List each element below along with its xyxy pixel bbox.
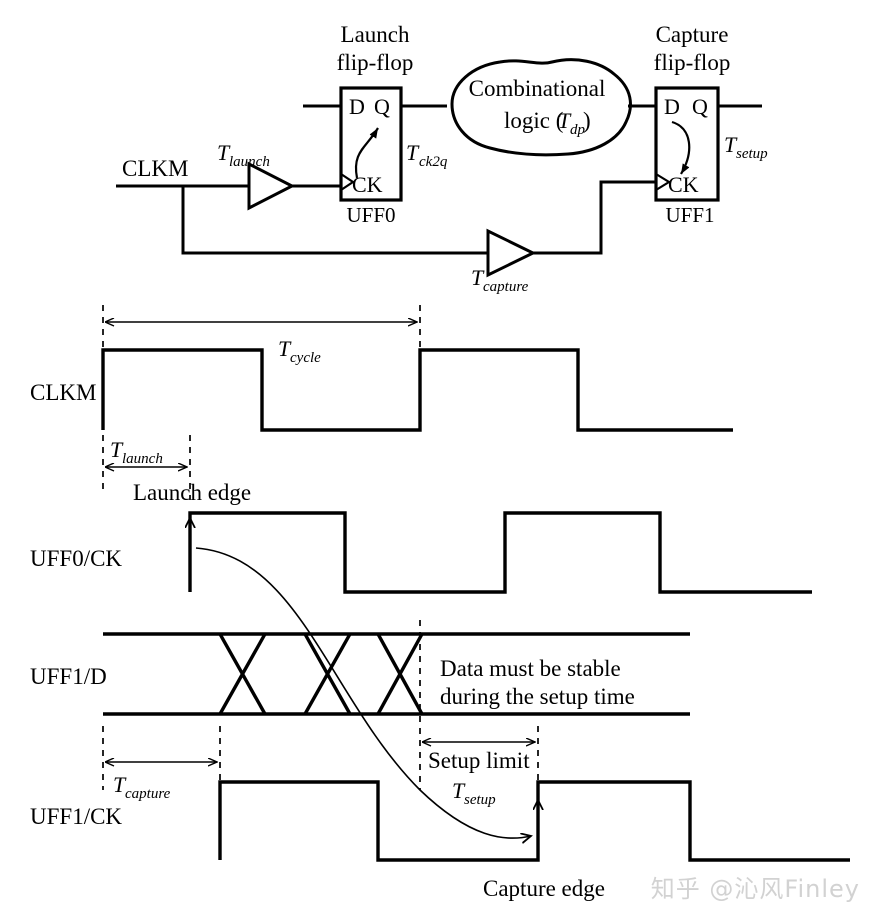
waveform-uff1ck [218, 780, 850, 862]
capture-ff-caption-line2: flip-flop [654, 50, 731, 75]
wire-clkm-branch-down [181, 186, 488, 255]
capture-buffer-icon [486, 228, 537, 278]
tcapture-circuit-label: T [471, 265, 485, 290]
combinational-logic-cloud [450, 58, 632, 157]
cloud-label-tdp-sub: dp [570, 122, 586, 138]
stable-note-line1: Data must be stable [440, 656, 621, 681]
tlaunch-wave-sub: launch [122, 451, 163, 467]
stable-note-line2: during the setup time [440, 684, 635, 709]
launch-ff-pin-q: Q [374, 94, 390, 119]
tcycle-sub: cycle [290, 350, 321, 366]
tlaunch-circuit-sub: launch [229, 154, 270, 170]
tsetup-wave-label: T [452, 778, 466, 803]
tck2q-label: T [406, 140, 420, 165]
wire-capturebuf-to-uff1ck [533, 180, 656, 255]
uff1d-cross3-b [376, 633, 424, 715]
cloud-label-tdp: T [558, 108, 572, 133]
launch-ff-caption-line2: flip-flop [337, 50, 414, 75]
causality-curve [195, 547, 531, 838]
tlaunch-circuit-label: T [217, 140, 231, 165]
tsetup-circuit-label: T [724, 132, 738, 157]
clkm-source-label: CLKM [122, 156, 188, 181]
capture-ff-pin-d: D [664, 94, 680, 119]
tlaunch-wave-label: T [110, 437, 124, 462]
capture-flip-flop-box [654, 86, 720, 202]
waveform-uff0ck [188, 511, 812, 594]
launch-ff-caption-line1: Launch [341, 22, 410, 47]
waveform-clkm [101, 348, 733, 432]
tcapture-circuit-sub: capture [483, 279, 529, 295]
launch-buffer-icon [247, 161, 296, 211]
signal-label-uff1ck: UFF1/CK [30, 804, 122, 829]
capture-ff-internal-arrow-icon [671, 120, 691, 175]
launch-ff-internal-arrow-icon [354, 127, 379, 179]
launch-ff-pin-d: D [349, 94, 365, 119]
tcapture-wave-sub: capture [125, 786, 171, 802]
uff1d-cross2-b [303, 633, 352, 715]
watermark: 知乎 @沁风Finley [650, 875, 860, 903]
capture-edge-label: Capture edge [483, 876, 605, 901]
launch-ff-clock-triangle-icon [340, 173, 355, 191]
setup-limit-label: Setup limit [428, 748, 530, 773]
capture-ff-clock-triangle-icon [655, 173, 672, 191]
tsetup-wave-sub: setup [464, 792, 496, 808]
signal-label-uff1d: UFF1/D [30, 664, 107, 689]
cloud-label-line2-prefix: logic ( [504, 108, 563, 133]
tcapture-wave-label: T [113, 772, 127, 797]
capture-ff-pin-q: Q [692, 94, 708, 119]
signal-label-uff0ck: UFF0/CK [30, 546, 122, 571]
uff1d-cross1-b [218, 633, 267, 715]
tck2q-sub: ck2q [419, 154, 448, 170]
tsetup-circuit-sub: setup [736, 146, 768, 162]
capture-ff-instance-label: UFF1 [665, 203, 714, 227]
launch-edge-label: Launch edge [133, 480, 251, 505]
capture-ff-caption-line1: Capture [656, 22, 729, 47]
tcycle-label: T [278, 336, 292, 361]
capture-ff-pin-ck: CK [668, 172, 699, 197]
cloud-label-line2-suffix: ) [583, 108, 591, 133]
launch-ff-instance-label: UFF0 [346, 203, 395, 227]
cloud-label-line1: Combinational [469, 76, 606, 101]
signal-label-clkm: CLKM [30, 380, 96, 405]
